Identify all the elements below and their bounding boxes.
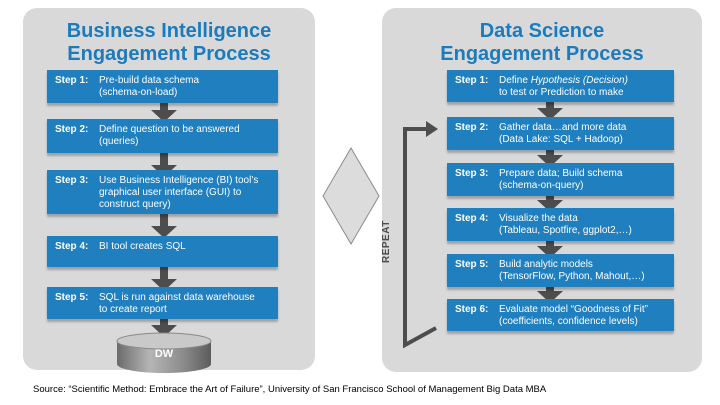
bi-step-2-line1: Define question to be answered xyxy=(99,124,240,135)
bi-step-5-label: Step 5: xyxy=(55,292,89,303)
ds-step-1-line2: to test or Prediction to make xyxy=(499,87,624,98)
bi-step-1-line1: Pre-build data schema xyxy=(99,75,200,86)
ds-step-1-prefix: Define xyxy=(499,75,531,86)
ds-arrow-stem-1 xyxy=(546,99,554,113)
bi-step-5-line2: to create report xyxy=(99,304,167,315)
bi-title-line1: Business Intelligence xyxy=(66,20,272,42)
bi-step-4: Step 4: BI tool creates SQL xyxy=(47,236,278,267)
ds-title-line2: Engagement Process xyxy=(440,43,644,65)
bi-step-4-line1: BI tool creates SQL xyxy=(99,241,186,252)
ds-step-4-label: Step 4: xyxy=(455,213,489,224)
ds-step-6: Step 6: Evaluate model “Goodness of Fit”… xyxy=(447,299,674,331)
ds-step-4: Step 4: Visualize the data (Tableau, Spo… xyxy=(447,208,674,241)
ds-step-4-line2: (Tableau, Spotfire, ggplot2,…) xyxy=(499,225,632,236)
bi-panel-title: Business Intelligence Engagement Process xyxy=(23,20,315,66)
ds-step-5-line2: (TensorFlow, Python, Mahout,…) xyxy=(499,271,645,282)
ds-step-1-label: Step 1: xyxy=(455,75,489,86)
bi-arrow-5 xyxy=(151,325,177,337)
bi-step-2: Step 2: Define question to be answered (… xyxy=(47,119,278,153)
ds-step-5-line1: Build analytic models xyxy=(499,259,593,270)
dw-label: DW xyxy=(154,348,174,360)
bi-step-1: Step 1: Pre-build data schema (schema-on… xyxy=(47,70,278,103)
ds-step-5-label: Step 5: xyxy=(455,259,489,270)
ds-step-3-line1: Prepare data; Build schema xyxy=(499,168,623,179)
ds-step-2: Step 2: Gather data…and more data (Data … xyxy=(447,117,674,150)
bi-step-2-label: Step 2: xyxy=(55,124,89,135)
bi-step-1-label: Step 1: xyxy=(55,75,89,86)
bi-step-3-line3: construct query) xyxy=(99,199,171,210)
bi-arrow-3 xyxy=(151,226,177,238)
ds-step-2-line2: (Data Lake: SQL + Hadoop) xyxy=(499,134,623,145)
bi-step-3-line2: graphical user interface (GUI) to xyxy=(99,187,242,198)
ds-step-2-label: Step 2: xyxy=(455,122,489,133)
ds-step-5: Step 5: Build analytic models (TensorFlo… xyxy=(447,254,674,287)
bi-step-4-label: Step 4: xyxy=(55,241,89,252)
ds-title-line1: Data Science xyxy=(479,20,605,42)
source-note: Source: “Scientific Method: Embrace the … xyxy=(33,384,547,395)
ds-step-4-line1: Visualize the data xyxy=(499,213,578,224)
bi-step-3-label: Step 3: xyxy=(55,175,89,186)
bi-arrow-stem-1 xyxy=(160,99,168,115)
repeat-label: REPEAT xyxy=(381,220,392,263)
ds-step-3-label: Step 3: xyxy=(455,168,489,179)
ds-step-6-line2: (coefficients, confidence levels) xyxy=(499,316,638,327)
bi-step-3-line1: Use Business Intelligence (BI) tool’s xyxy=(99,175,259,186)
bi-step-5-line1: SQL is run against data warehouse xyxy=(99,292,255,303)
ds-step-3: Step 3: Prepare data; Build schema (sche… xyxy=(447,163,674,196)
ds-step-3-line2: (schema-on-query) xyxy=(499,180,584,191)
bi-step-5: Step 5: SQL is run against data warehous… xyxy=(47,287,278,319)
bi-step-3: Step 3: Use Business Intelligence (BI) t… xyxy=(47,170,278,214)
bi-arrow-stem-4 xyxy=(160,265,168,284)
ds-step-1: Step 1: Define Hypothesis (Decision) to … xyxy=(447,70,674,102)
ds-step-2-line1: Gather data…and more data xyxy=(499,122,627,133)
ds-panel-title: Data Science Engagement Process xyxy=(382,20,702,66)
ds-step-1-hypothesis: Hypothesis (Decision) xyxy=(530,75,628,86)
bi-step-1-line2: (schema-on-load) xyxy=(99,87,178,98)
bi-arrow-stem-5 xyxy=(160,316,168,330)
bi-title-line2: Engagement Process xyxy=(67,43,271,65)
ds-step-6-line1: Evaluate model “Goodness of Fit” xyxy=(499,304,648,315)
ds-step-6-label: Step 6: xyxy=(455,304,489,315)
bi-arrow-stem-3 xyxy=(160,212,168,231)
bi-arrow-stem-2 xyxy=(160,150,168,170)
bi-step-2-line2: (queries) xyxy=(99,136,139,147)
